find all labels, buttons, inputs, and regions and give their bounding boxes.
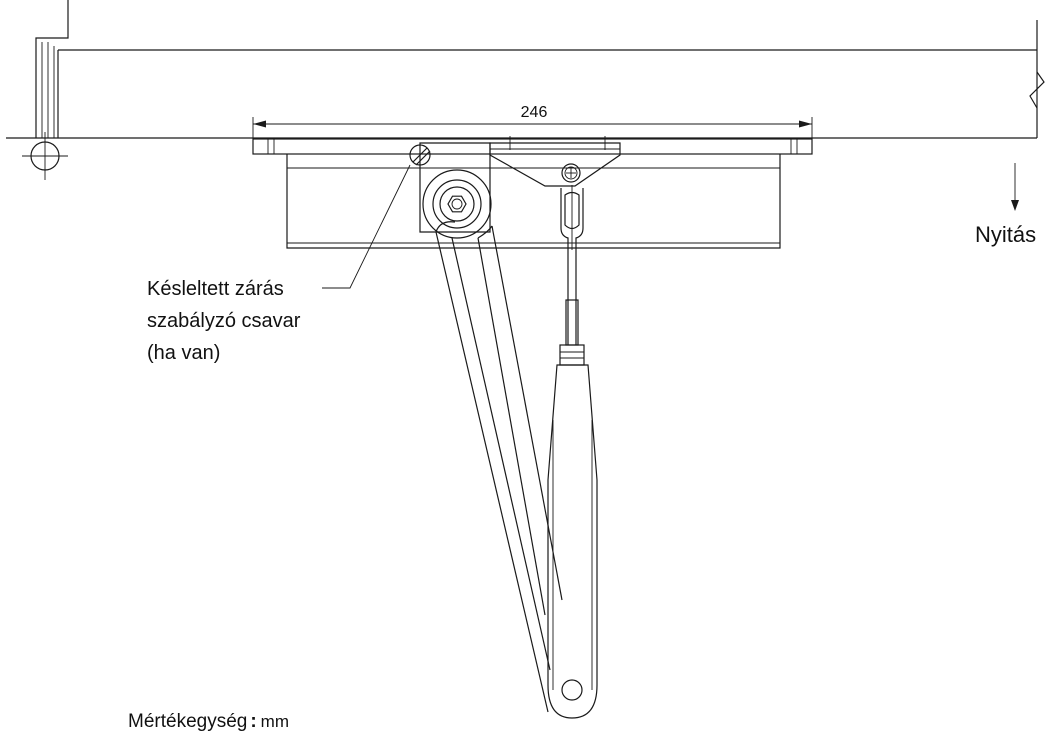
unit-label: Mértékegység	[128, 711, 247, 732]
adjustment-rod	[559, 185, 585, 366]
adjust-screw-label-line2: szabályzó csavar	[147, 310, 301, 332]
unit-value: mm	[261, 712, 289, 731]
unit-caption: Mértékegység: mm	[128, 711, 289, 732]
pinion-bracket	[419, 142, 492, 239]
unit-separator: :	[250, 711, 256, 732]
screw-leader-line	[322, 164, 411, 289]
dimension-line	[252, 117, 813, 140]
closer-body	[252, 138, 813, 249]
hinge-symbol	[22, 132, 68, 180]
opening-direction-arrow	[1011, 163, 1019, 211]
main-arm	[435, 221, 563, 713]
forearm	[547, 364, 598, 719]
adjust-screw-label-line3: (ha van)	[147, 342, 220, 364]
adjust-screw-label-line1: Késleltett zárás	[147, 278, 284, 300]
opening-direction-label: Nyitás	[975, 222, 1036, 247]
phillips-screw-icon	[561, 163, 581, 183]
hex-bolt-icon	[439, 186, 475, 222]
arm-bracket	[489, 136, 621, 187]
door-frame	[6, 0, 1045, 139]
dimension-value: 246	[521, 104, 548, 121]
